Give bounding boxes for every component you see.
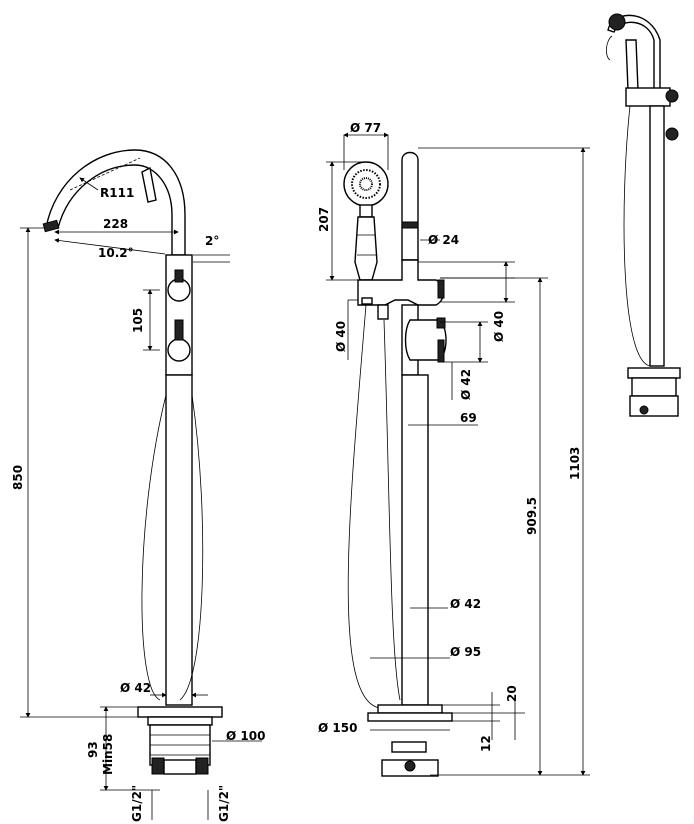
- shower-handle: [354, 216, 378, 281]
- rose-diameter-label: Ø 150: [318, 721, 357, 735]
- tilt-angle-label: 2°: [205, 234, 219, 248]
- lower-knob: [167, 338, 191, 362]
- height-left-label: 850: [11, 465, 25, 490]
- pipe-diameter-left-label: Ø 42: [120, 681, 151, 695]
- spout-pipe: [401, 151, 419, 261]
- base-diameter-label: Ø 100: [226, 729, 265, 743]
- thread-left-label: G1/2": [130, 785, 144, 822]
- hose: [141, 394, 204, 701]
- handshower-diameter-label: Ø 77: [350, 121, 381, 135]
- min-depth-label: 93: [86, 741, 100, 758]
- side-column: [401, 374, 429, 706]
- flange-thickness-label: 20: [505, 685, 519, 702]
- holder-diameter-label: Ø 24: [428, 233, 459, 247]
- body-diameter-right-label: Ø 40: [492, 311, 506, 342]
- perspective-view: [606, 13, 681, 417]
- spout-radius-label: R111: [100, 186, 134, 200]
- knob-projection-label: 69: [460, 411, 477, 425]
- column-diameter-label: Ø 42: [450, 597, 481, 611]
- handle-spacing-label: 105: [131, 308, 145, 333]
- base-rose: [137, 706, 223, 718]
- spout-angle-label: 10.2°: [98, 246, 134, 260]
- rose-gap-label: 12: [479, 735, 493, 752]
- handshower-length-label: 207: [317, 207, 331, 232]
- flange-diameter-label: Ø 95: [450, 645, 481, 659]
- thread-right-label: G1/2": [217, 785, 231, 822]
- spout-reach-label: 228: [103, 217, 128, 231]
- body-diameter-left-label: Ø 40: [334, 321, 348, 352]
- knob-diameter-label: Ø 42: [459, 369, 473, 400]
- shower-head: [343, 161, 389, 207]
- height-total-label: 1103: [568, 447, 582, 480]
- front-view: R111 228 10.2° 2° 105 850 Ø 42 Ø 100 93 …: [11, 149, 265, 822]
- height-body-label: 909.5: [525, 497, 539, 535]
- side-view: Ø 77 207 Ø 24 Ø 40 Ø 40 Ø 42 69 1103 909…: [317, 121, 590, 777]
- side-base-rose: [367, 712, 453, 722]
- spout: [45, 149, 186, 256]
- min-label: Min58: [101, 734, 115, 775]
